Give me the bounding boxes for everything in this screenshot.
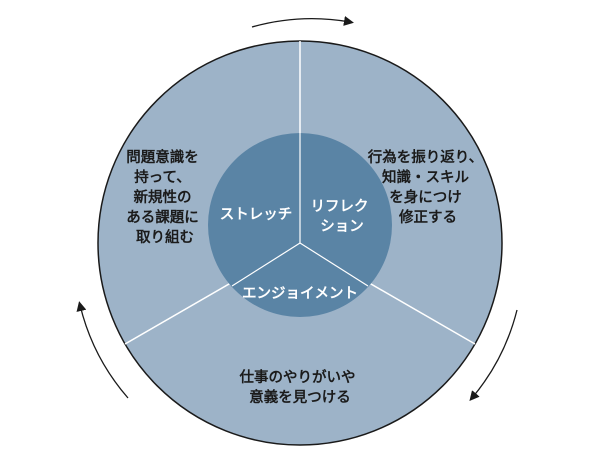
cycle-arrow-top: [251, 16, 354, 28]
enjoyment-description: 仕事のやりがいや 意義を見つける: [238, 368, 360, 406]
stretch-label: ストレッチ: [220, 206, 293, 223]
reflection-description: 行為を振り返り、 知識・スキル を身につけ 修正する: [367, 148, 488, 226]
stretch-description: 問題意識を 持って、 新規性の ある課題に 取り組む: [126, 148, 204, 246]
cycle-arrow-right: [469, 309, 518, 402]
cycle-arrow-left: [76, 301, 129, 399]
inner-divider-lower-right: [299, 242, 369, 287]
inner-divider-lower-left: [231, 242, 301, 287]
reflection-label: リフレク ション: [310, 198, 373, 235]
enjoyment-label: エンジョイメント: [242, 286, 358, 302]
